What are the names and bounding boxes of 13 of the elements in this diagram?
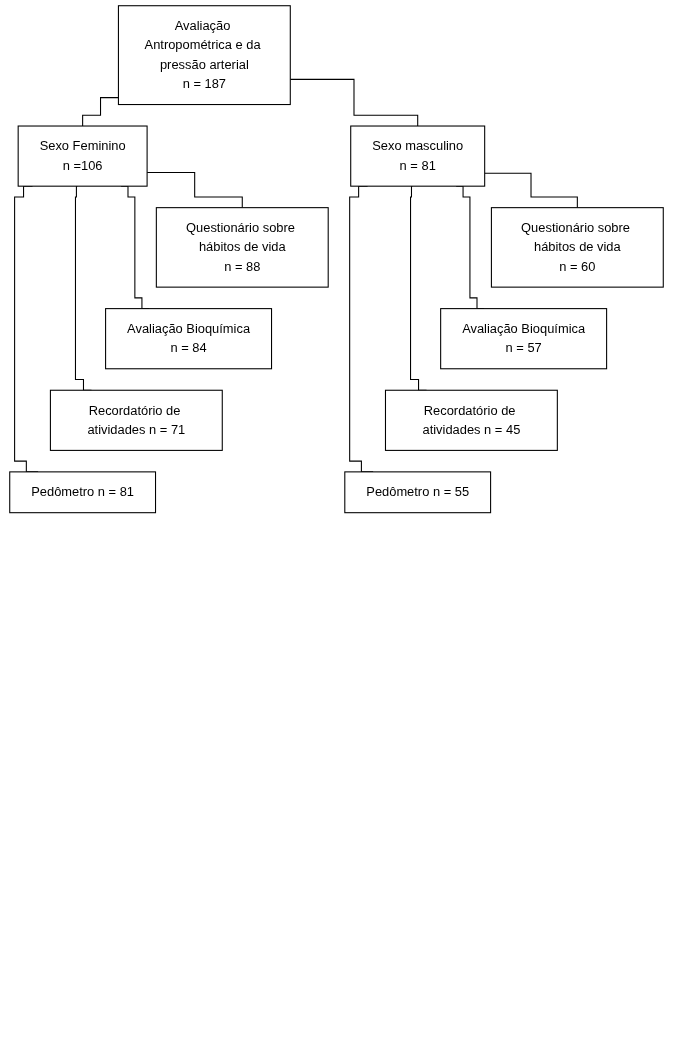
node-box: Sexo Feminino n =106 bbox=[17, 125, 148, 187]
node-box: Questionário sobre hábitos de vida n = 88 bbox=[155, 207, 329, 288]
node-box: Recordatório de atividades n = 45 bbox=[384, 389, 558, 451]
node-box: Avaliação Antropométrica e da pressão arterial n = 187 bbox=[117, 5, 291, 106]
node-box: Pedômetro n = 55 bbox=[344, 471, 492, 514]
connector bbox=[484, 172, 578, 209]
node-box: Pedômetro n = 81 bbox=[9, 471, 157, 514]
node-box: Sexo masculino n = 81 bbox=[350, 125, 486, 187]
node-box: Recordatório de atividades n = 71 bbox=[49, 389, 223, 451]
node-box: Questionário sobre hábitos de vida n = 60 bbox=[490, 207, 664, 288]
connector bbox=[82, 97, 119, 127]
node-box: Avaliação Bioquímica n = 57 bbox=[440, 308, 608, 370]
node-box: Avaliação Bioquímica n = 84 bbox=[105, 308, 273, 370]
